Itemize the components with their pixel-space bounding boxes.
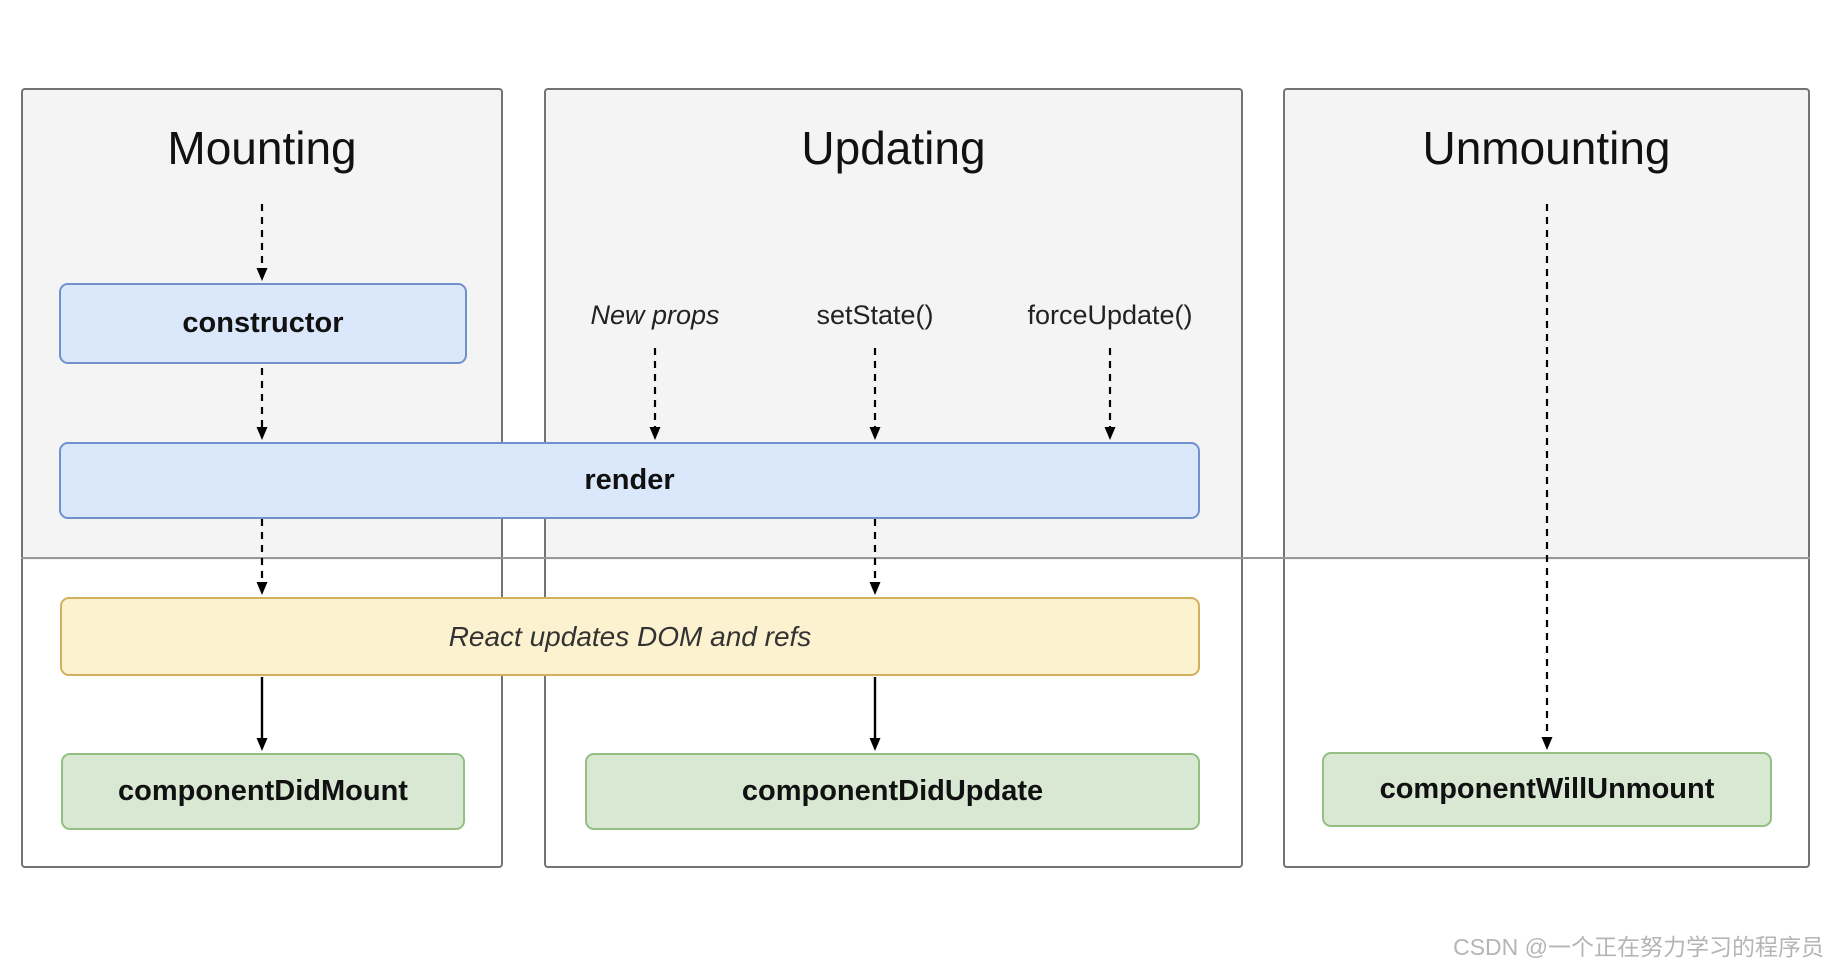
box-component-will-unmount: componentWillUnmount — [1322, 752, 1772, 827]
csdn-watermark: CSDN @一个正在努力学习的程序员 — [1453, 934, 1824, 960]
phase-divider-line — [21, 557, 1810, 559]
trigger-forceupdate: forceUpdate() — [1027, 300, 1193, 330]
box-react-updates-dom: React updates DOM and refs — [60, 597, 1200, 676]
trigger-new-props: New props — [590, 300, 720, 330]
panel-unmounting — [1283, 88, 1810, 868]
panel-title-updating: Updating — [801, 122, 986, 174]
panel-title-mounting: Mounting — [167, 122, 357, 174]
box-component-did-update: componentDidUpdate — [585, 753, 1200, 830]
trigger-setstate: setState() — [816, 300, 934, 330]
panel-title-unmounting: Unmounting — [1422, 122, 1671, 174]
box-component-did-mount: componentDidMount — [61, 753, 465, 830]
box-render: render — [59, 442, 1200, 519]
box-constructor: constructor — [59, 283, 467, 364]
